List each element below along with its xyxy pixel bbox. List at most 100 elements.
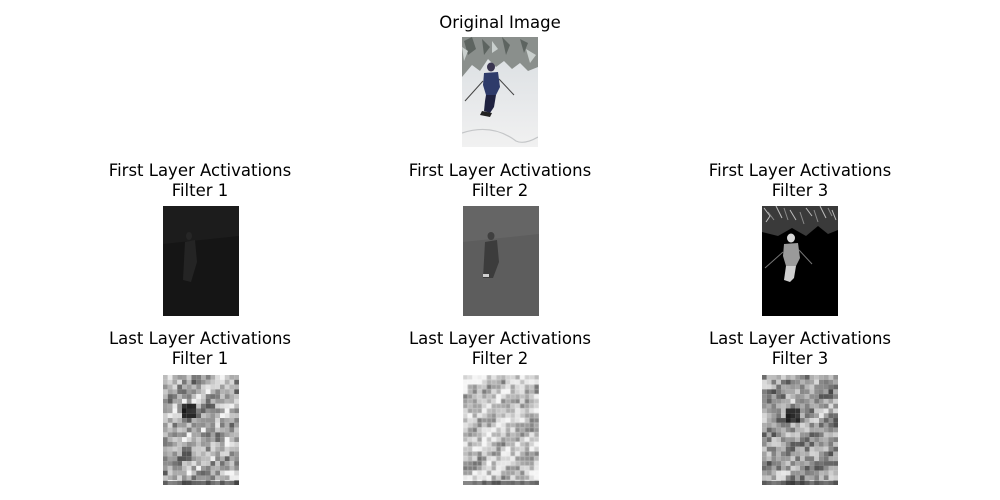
activation-cell (804, 394, 810, 399)
activation-cell (809, 437, 815, 442)
activation-cell (804, 389, 810, 395)
activation-cell (833, 408, 838, 414)
activation-cell (220, 465, 225, 471)
activation-cell (191, 379, 197, 385)
activation-cell (524, 470, 530, 476)
activation-cell (510, 384, 516, 390)
activation-cell (520, 422, 525, 428)
activation-cell (205, 389, 211, 395)
activation-cell (215, 422, 221, 428)
activation-cell (762, 446, 767, 452)
activation-cell (191, 375, 197, 380)
activation-cell (477, 418, 483, 423)
activation-cell (795, 389, 801, 395)
activation-cell (467, 470, 473, 476)
activation-cell (467, 418, 473, 423)
activation-cell (795, 418, 801, 423)
activation-cell (819, 398, 824, 404)
activation-cell (182, 427, 187, 433)
activation-cell (182, 408, 187, 414)
activation-cell (790, 470, 796, 476)
activation-cell (234, 384, 239, 390)
activation-cell (515, 394, 521, 399)
activation-cell (172, 379, 178, 385)
activation-cell (477, 398, 483, 404)
activation-cell (467, 408, 473, 414)
activation-cell (800, 375, 805, 380)
panel-subtitle: Filter 1 (171, 349, 229, 368)
activation-cell (496, 465, 502, 471)
activation-cell (819, 437, 824, 442)
activation-cell (814, 389, 820, 395)
activation-cell (201, 432, 206, 438)
activation-cell (467, 394, 473, 399)
activation-cell (163, 418, 168, 423)
activation-cell (224, 422, 230, 428)
activation-cell (472, 408, 478, 414)
panel-subtitle: Filter 2 (471, 349, 529, 368)
activation-cell (186, 398, 192, 404)
activation-map (463, 375, 539, 485)
activation-cell (229, 384, 235, 390)
activation-cell (482, 475, 487, 481)
activation-cell (205, 437, 211, 442)
activation-cell (776, 475, 782, 481)
activation-cell (534, 422, 539, 428)
activation-cell (191, 461, 197, 466)
activation-cell (501, 422, 506, 428)
activation-cell (520, 432, 525, 438)
activation-cell (163, 394, 168, 399)
panel-title: Last Layer Activations (408, 329, 592, 348)
activation-cell (828, 475, 834, 481)
activation-cell (762, 470, 767, 476)
activation-cell (472, 379, 478, 385)
activation-cell (809, 470, 815, 476)
activation-cell (771, 394, 777, 399)
activation-cell (510, 403, 516, 409)
activation-cell (172, 465, 178, 471)
activation-cell (167, 465, 173, 471)
activation-cell (819, 413, 824, 419)
activation-cell (529, 375, 535, 380)
activation-cell (472, 398, 478, 404)
activation-cell (186, 437, 192, 442)
activation-cell (809, 475, 815, 481)
activation-cell (210, 465, 216, 471)
activation-cell (520, 465, 525, 471)
activation-cell (210, 375, 216, 380)
activation-cell (196, 389, 202, 395)
activation-cell (215, 394, 221, 399)
activation-cell (809, 465, 815, 471)
activation-cell (776, 470, 782, 476)
activation-cell (828, 408, 834, 414)
activation-cell (463, 432, 468, 438)
activation-cell (177, 413, 183, 419)
activation-cell (215, 389, 221, 395)
activation-cell (800, 413, 805, 419)
activation-cell (205, 456, 211, 462)
activation-cell (477, 451, 483, 457)
activation-cell (229, 437, 235, 442)
activation-cell (520, 413, 525, 419)
activation-cell (819, 461, 824, 466)
activation-cell (771, 408, 777, 414)
activation-cell (800, 437, 805, 442)
activation-cell (766, 446, 772, 452)
activation-cell (482, 432, 487, 438)
activation-cell (771, 432, 777, 438)
activation-cell (163, 461, 168, 466)
activation-cell (467, 403, 473, 409)
activation-cell (163, 375, 168, 380)
activation-cell (833, 461, 838, 466)
activation-cell (800, 379, 805, 385)
activation-cell (196, 475, 202, 481)
activation-cell (804, 446, 810, 452)
activation-cell (491, 456, 497, 462)
activation-cell (781, 451, 786, 457)
activation-cell (472, 427, 478, 433)
activation-cell (515, 427, 521, 433)
activation-cell (534, 456, 539, 462)
activation-cell (520, 418, 525, 423)
activation-cell (224, 470, 230, 476)
activation-cell (785, 375, 791, 380)
